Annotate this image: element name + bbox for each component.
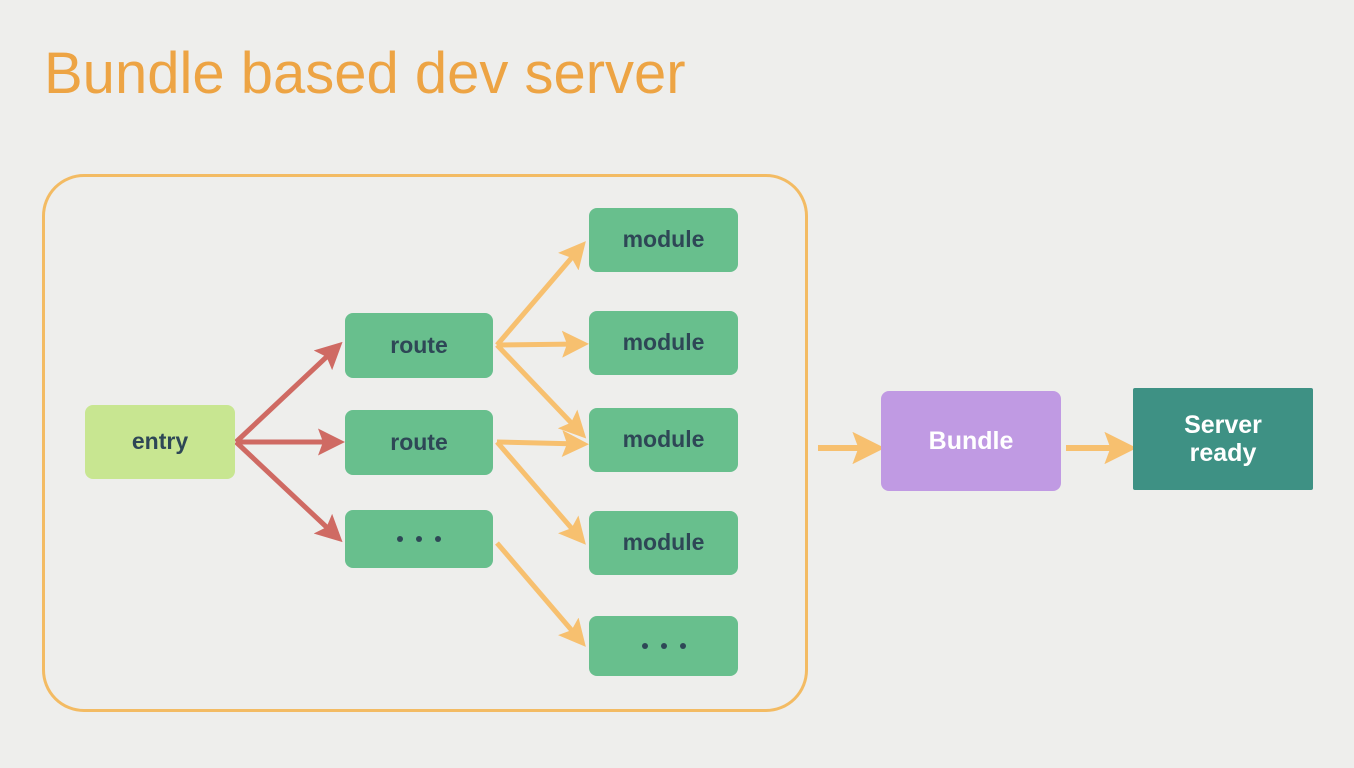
node-module-4-label: module bbox=[622, 529, 705, 556]
node-route-1[interactable]: route bbox=[345, 313, 493, 378]
node-module-3[interactable]: module bbox=[589, 408, 738, 472]
node-server-ready[interactable]: Server ready bbox=[1133, 388, 1313, 490]
node-server-ready-line-2: ready bbox=[1189, 439, 1257, 467]
node-module-4[interactable]: module bbox=[589, 511, 738, 575]
node-entry[interactable]: entry bbox=[85, 405, 235, 479]
node-module-1[interactable]: module bbox=[589, 208, 738, 272]
node-route-more-ellipsis bbox=[397, 536, 441, 542]
node-module-2-label: module bbox=[622, 329, 705, 356]
node-bundle[interactable]: Bundle bbox=[881, 391, 1061, 491]
node-module-3-label: module bbox=[622, 426, 705, 453]
node-module-more-ellipsis bbox=[641, 643, 686, 649]
node-entry-label: entry bbox=[131, 428, 189, 455]
node-module-more[interactable] bbox=[589, 616, 738, 676]
node-route-2-label: route bbox=[390, 428, 448, 455]
node-route-more[interactable] bbox=[345, 510, 493, 568]
node-server-ready-line-1: Server bbox=[1184, 411, 1262, 439]
module-graph-container bbox=[42, 174, 808, 712]
page-title: Bundle based dev server bbox=[44, 41, 686, 106]
node-module-2[interactable]: module bbox=[589, 311, 738, 375]
node-route-2[interactable]: route bbox=[345, 410, 493, 475]
node-module-1-label: module bbox=[622, 226, 705, 253]
node-bundle-label: Bundle bbox=[928, 427, 1014, 455]
node-route-1-label: route bbox=[390, 331, 448, 358]
